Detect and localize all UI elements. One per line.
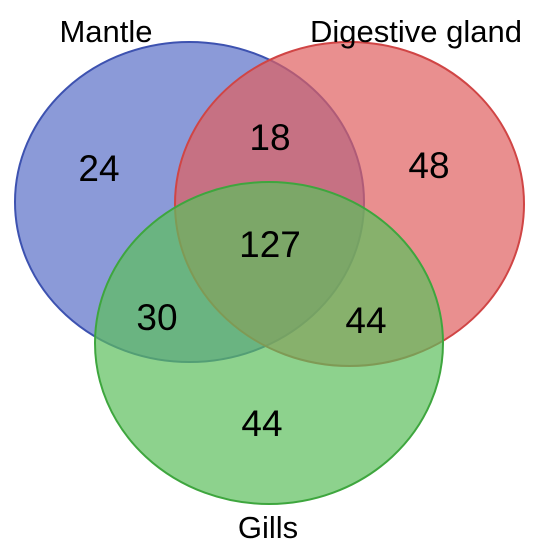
gills-circle bbox=[94, 181, 444, 505]
gills-set-label: Gills bbox=[238, 510, 298, 545]
digestive-gland-gills-count: 44 bbox=[345, 300, 386, 341]
mantle-set-label: Mantle bbox=[59, 14, 152, 49]
gills-only-count: 44 bbox=[241, 403, 282, 444]
all-three-count: 127 bbox=[239, 224, 301, 265]
digestive-gland-set-label: Digestive gland bbox=[310, 14, 522, 49]
digestive-gland-only-count: 48 bbox=[408, 145, 449, 186]
mantle-gills-count: 30 bbox=[136, 297, 177, 338]
mantle-digestive-gland-count: 18 bbox=[249, 117, 290, 158]
mantle-only-count: 24 bbox=[78, 148, 119, 189]
